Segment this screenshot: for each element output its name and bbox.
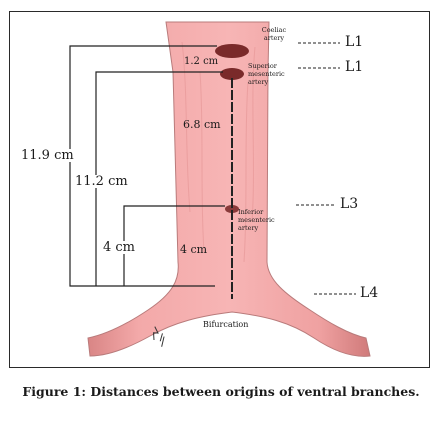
distance-celiac-sma: 1.2 cm bbox=[184, 56, 219, 67]
level-l3-ima: L3 bbox=[340, 196, 359, 212]
abdominal-aorta bbox=[87, 21, 371, 357]
superior-mesenteric-ostium bbox=[220, 68, 244, 80]
distance-11-2: 11.2 cm bbox=[74, 174, 129, 189]
inferior-mesenteric-ostium bbox=[225, 205, 239, 213]
distance-sma-ima: 6.8 cm bbox=[183, 118, 221, 131]
coeliac-artery-label: Coeliac artery bbox=[261, 26, 287, 43]
aorta-diagram-frame: Coeliac artery Superior mesenteric arter… bbox=[9, 11, 430, 368]
aorta-texture bbox=[181, 41, 256, 263]
level-l1-coeliac: L1 bbox=[345, 34, 364, 50]
distance-11-9: 11.9 cm bbox=[20, 148, 75, 163]
bracket-11-9 bbox=[69, 45, 217, 287]
aorta-illustration bbox=[69, 21, 371, 357]
superior-mesenteric-artery-label: Superior mesenteric artery bbox=[248, 62, 285, 87]
level-l1-sma: L1 bbox=[345, 59, 364, 75]
distance-4-outer: 4 cm bbox=[102, 240, 137, 255]
bracket-4 bbox=[123, 205, 225, 286]
figure-caption: Figure 1: Distances between origins of v… bbox=[22, 384, 420, 399]
bifurcation-label: Bifurcation bbox=[203, 320, 249, 329]
level-l4-bifurcation: L4 bbox=[360, 285, 379, 301]
artist-signature bbox=[153, 326, 165, 347]
distance-ima-bifurcation: 4 cm bbox=[180, 243, 208, 256]
bracket-11-2 bbox=[95, 71, 223, 286]
inferior-mesenteric-artery-label: Inferior mesenteric artery bbox=[238, 208, 275, 233]
coeliac-ostium bbox=[215, 44, 249, 58]
